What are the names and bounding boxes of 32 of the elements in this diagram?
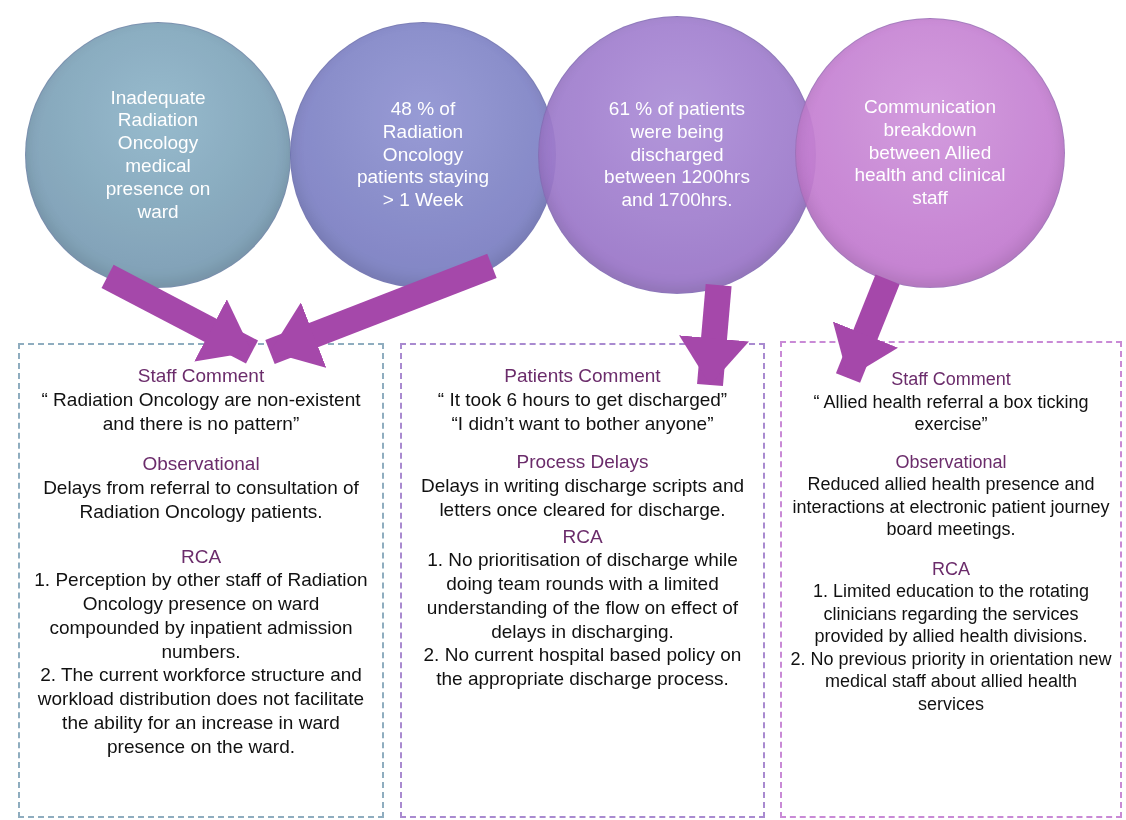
- section-heading: RCA: [180, 545, 222, 569]
- section-heading: Process Delays: [516, 451, 649, 475]
- findings-panel: [780, 341, 1122, 818]
- findings-panel: [18, 343, 384, 818]
- section-text: “ Radiation Oncology are non-existent and there is no pattern”: [40, 387, 362, 436]
- circle-label: 48 % of Radiation Oncology patients staying > 1 Week: [356, 98, 490, 212]
- section-heading: RCA: [932, 558, 970, 581]
- arrow: [832, 274, 900, 383]
- section-text: Reduced allied health presence and interactions at electronic patient journey board meetings.: [791, 473, 1111, 541]
- section-text: 1. Limited education to the rotating clinicians regarding the services provided by allied health divisions.: [811, 580, 1091, 648]
- circle-label: Communication breakdown between Allied health and clinical staff: [853, 96, 1007, 210]
- section-text: Delays in writing discharge scripts and letters once cleared for discharge.: [419, 474, 746, 522]
- section-text: “ Allied health referral a box ticking exercise”: [812, 390, 1090, 436]
- section-text: 2. No previous priority in orientation new medical staff about allied health services: [790, 647, 1112, 716]
- circle-label: Inadequate Radiation Oncology medical presence on ward: [104, 86, 212, 224]
- section-text: 2. No current hospital based policy on the appropriate discharge process.: [422, 643, 743, 691]
- section-heading: RCA: [562, 525, 603, 549]
- section-text: 1. Perception by other staff of Radiation Oncology presence on ward compounded by inpatient admission numbers.: [33, 568, 369, 664]
- arrow: [101, 264, 258, 364]
- arrow: [679, 284, 749, 387]
- section-heading: Observational: [142, 453, 260, 477]
- section-text: 2. The current workforce structure and workload distribution does not facilitate the ability for an increase in ward presence on the ward.: [36, 663, 366, 759]
- section-text: Delays from referral to consultation of Radiation Oncology patients.: [42, 476, 360, 524]
- section-text: 1. No prioritisation of discharge while doing team rounds with a limited understanding of the flow on effect of delays in discharging.: [425, 548, 740, 644]
- section-text: “ It took 6 hours to get discharged”: [437, 387, 728, 412]
- circle-label: 61 % of patients were being discharged between 1200hrs and 1700hrs.: [603, 98, 751, 212]
- section-heading: Patients Comment: [504, 365, 661, 388]
- findings-panel: [400, 343, 765, 818]
- section-heading: Staff Comment: [137, 365, 265, 388]
- section-heading: Observational: [895, 451, 1007, 474]
- section-text: “I didn’t want to bother anyone”: [451, 411, 714, 436]
- section-heading: Staff Comment: [891, 369, 1011, 391]
